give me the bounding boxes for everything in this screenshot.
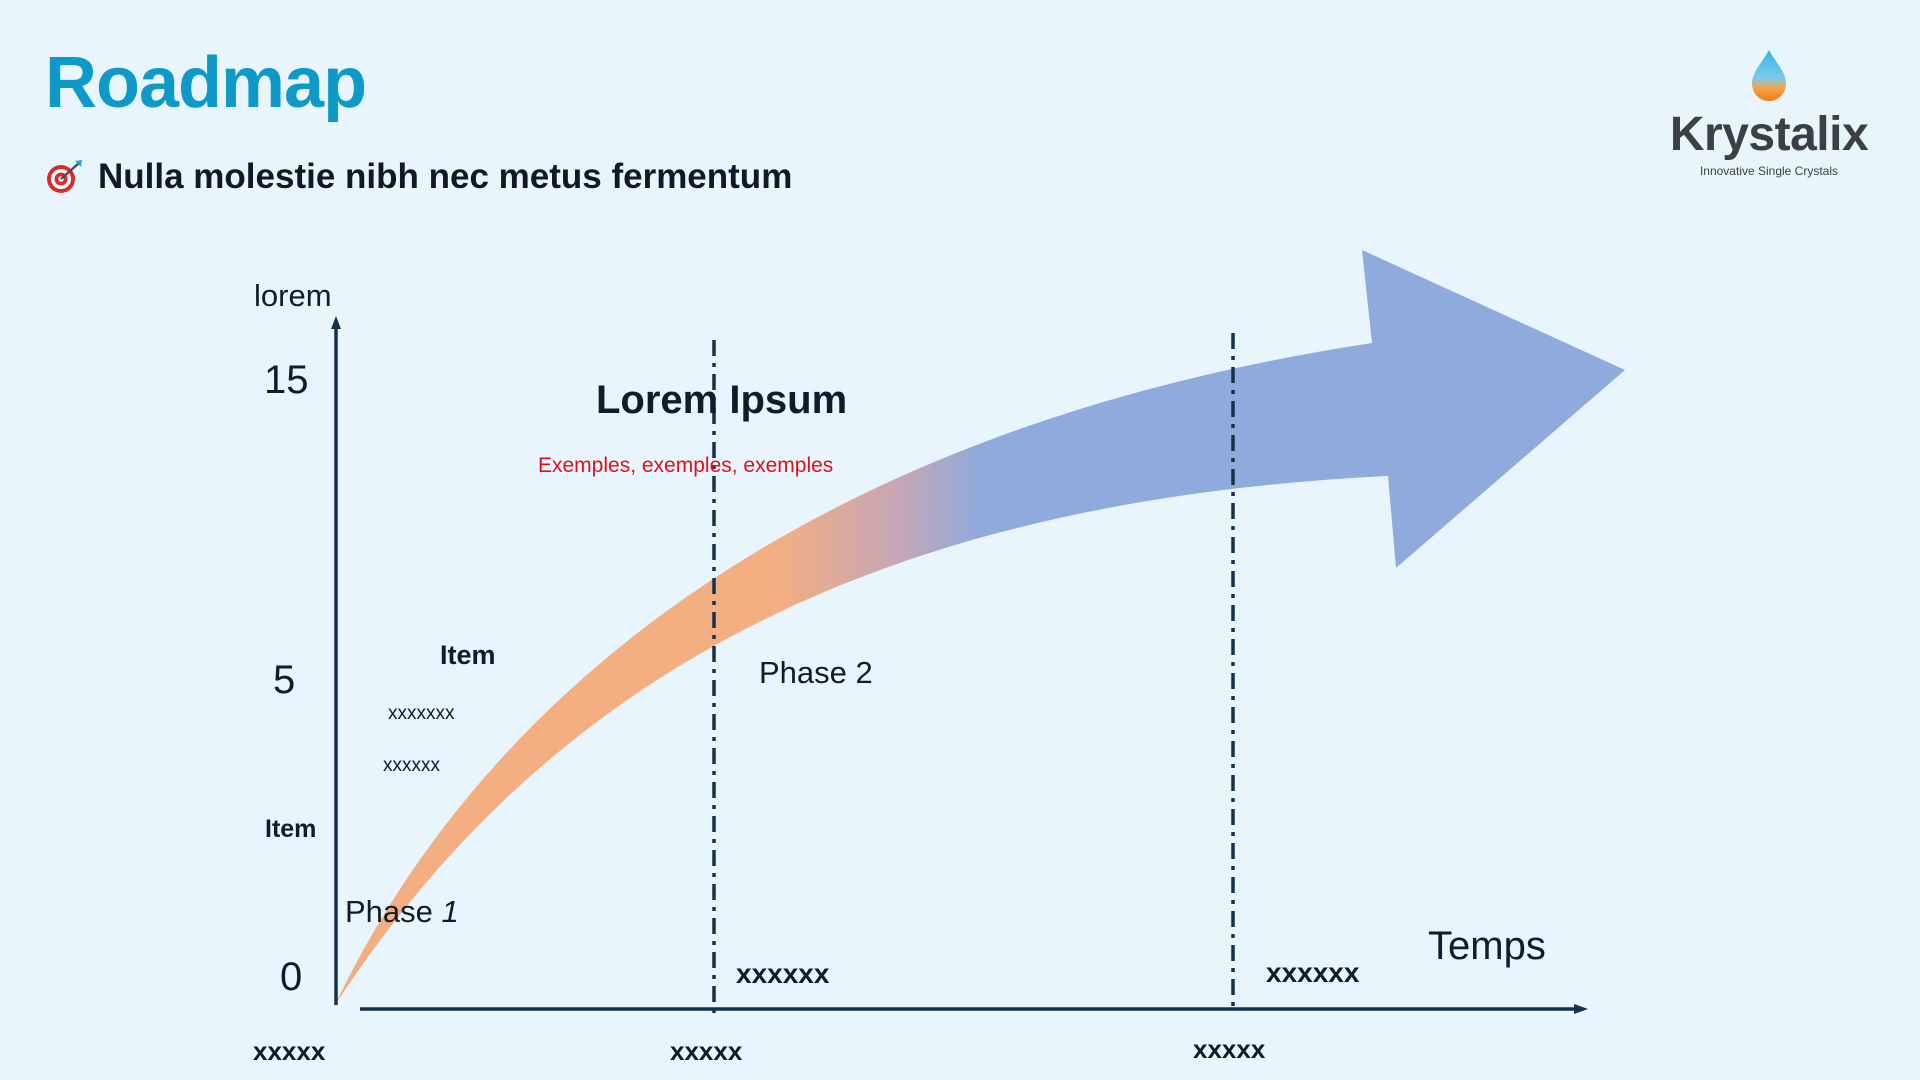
x-axis-arrowhead	[1574, 1004, 1588, 1014]
y-tick-label: 15	[264, 358, 309, 402]
target-icon	[47, 160, 82, 193]
y-tick-label: 5	[273, 658, 296, 702]
phase-1-word: Phase	[345, 894, 442, 929]
crystal-drop-icon	[1752, 50, 1786, 101]
item-label: Item	[440, 640, 496, 670]
y-axis-label: lorem	[254, 278, 332, 313]
logo-tagline: Innovative Single Crystals	[1699, 164, 1839, 178]
item-label: Item	[265, 815, 317, 843]
item-detail: xxxxxxx	[388, 703, 455, 724]
milestone-marker: xxxxxx	[1266, 957, 1360, 988]
phase-1-number: 1	[441, 894, 459, 929]
slide-title: Roadmap	[45, 43, 367, 123]
x-tick-label: xxxxx	[1193, 1034, 1266, 1064]
axes	[331, 316, 1588, 1014]
lorem-ipsum-heading: Lorem Ipsum	[596, 378, 848, 422]
milestone-marker: xxxxxx	[736, 958, 830, 989]
y-tick-label: 0	[280, 955, 303, 999]
phase-1-label: Phase 1	[345, 894, 459, 930]
examples-text: Exemples, exemples, exemples	[538, 454, 834, 477]
logo-name: Krystalix	[1669, 108, 1869, 161]
krystalix-logo: Krystalix Innovative Single Crystals	[1664, 48, 1874, 178]
x-tick-label: xxxxx	[253, 1036, 326, 1066]
phase-2-label: Phase 2	[759, 655, 873, 690]
growth-arrow	[335, 250, 1625, 1005]
x-axis-label: Temps	[1428, 924, 1546, 968]
item-detail: xxxxxx	[383, 755, 440, 776]
y-axis-arrowhead	[331, 316, 341, 329]
slide-subtitle: Nulla molestie nibh nec metus fermentum	[98, 157, 793, 196]
subtitle-row: Nulla molestie nibh nec metus fermentum	[44, 157, 792, 197]
x-tick-label: xxxxx	[670, 1036, 743, 1066]
